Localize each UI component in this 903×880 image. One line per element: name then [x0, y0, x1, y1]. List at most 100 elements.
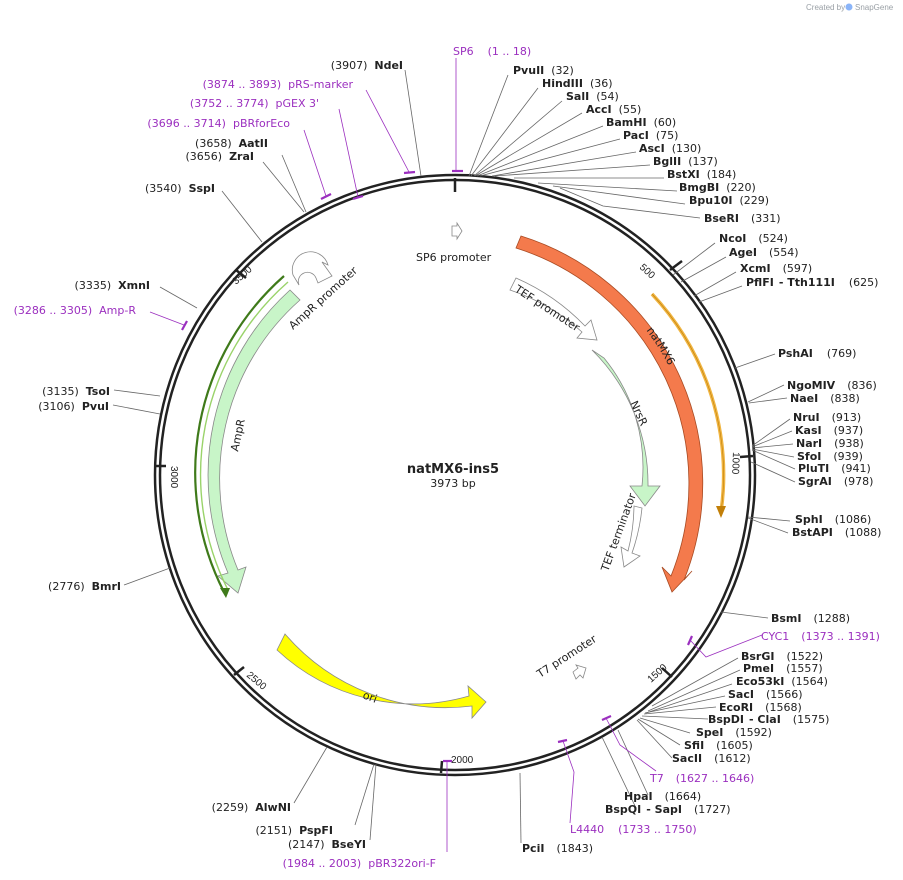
map-label-part: PflFI — [746, 276, 774, 289]
map-label-part: (1373 .. 1391) — [801, 630, 880, 643]
map-label-part: (3135) — [42, 385, 79, 398]
map-label: SacI(1566) — [728, 688, 803, 701]
map-label-part: BglII — [653, 155, 681, 168]
map-label-part: XmnI — [118, 279, 150, 292]
map-label-part: NcoI — [719, 232, 746, 245]
map-label-part: BamHI — [606, 116, 647, 129]
map-label-part: (1733 .. 1750) — [618, 823, 697, 836]
map-label-part: NgoMIV — [787, 379, 836, 392]
map-label-part: (229) — [740, 194, 770, 207]
map-label-part: (32) — [551, 64, 574, 77]
map-label-part: PvuII — [513, 64, 544, 77]
map-label: (3540)SspI — [145, 182, 215, 195]
map-label-part: PacI — [623, 129, 649, 142]
map-label: (3907)NdeI — [331, 59, 403, 72]
map-label-part: AlwNI — [255, 801, 291, 814]
map-label-part: (3656) — [186, 150, 223, 163]
map-label: 2500 — [244, 670, 268, 693]
leader-lines-primers — [149, 58, 763, 852]
map-label: KasI(937) — [795, 424, 863, 437]
map-label-part: (938) — [834, 437, 864, 450]
map-label: EcoRI(1568) — [719, 701, 802, 714]
map-label-part: SalI — [566, 90, 589, 103]
map-label: SpeI(1592) — [696, 726, 772, 739]
feature-ori: ori — [276, 633, 487, 720]
map-label-part: Amp-R — [99, 304, 136, 317]
map-label-part: (1612) — [714, 752, 751, 765]
map-label-part: (3696 .. 3714) — [147, 117, 226, 130]
map-label-part: BstXI — [667, 168, 700, 181]
leader-lines-right — [468, 74, 796, 844]
map-label-part: (1575) — [793, 713, 830, 726]
map-label: BsmI(1288) — [771, 612, 850, 625]
map-label-part: (2776) — [48, 580, 85, 593]
map-label-part: PciI — [522, 842, 544, 855]
map-label-part: - SapI — [646, 803, 682, 816]
primer-labels: SP6(1 .. 18) (3874 .. 3893)pRS-marker (3… — [14, 45, 880, 870]
map-label-part: (2147) — [288, 838, 325, 851]
map-label-part: (524) — [758, 232, 788, 245]
map-label-part: (838) — [830, 392, 860, 405]
map-label-part: Bpu10I — [689, 194, 733, 207]
map-label-part: BsmI — [771, 612, 802, 625]
map-label: PshAI(769) — [778, 347, 856, 360]
primer-marks — [181, 169, 694, 763]
plasmid-center-label: natMX6-ins5 3973 bp — [407, 462, 499, 490]
map-label-part: (220) — [726, 181, 756, 194]
map-label-part: SfiI — [684, 739, 704, 752]
map-label-part: (1727) — [694, 803, 731, 816]
map-label: BglII(137) — [653, 155, 718, 168]
map-label-part: (3106) — [38, 400, 75, 413]
map-label-part: EcoRI — [719, 701, 753, 714]
map-label: SfiI(1605) — [684, 739, 753, 752]
map-label: BstAPI(1088) — [792, 526, 881, 539]
map-label-part: (3540) — [145, 182, 182, 195]
map-label: PacI (75) — [623, 129, 678, 142]
map-label: AccI(55) — [586, 103, 641, 116]
map-label: SfoI(939) — [797, 450, 863, 463]
map-label-part: (769) — [827, 347, 857, 360]
map-label: TEF promoter — [512, 282, 583, 334]
map-label-part: (75) — [656, 129, 679, 142]
map-label: SalI(54) — [566, 90, 619, 103]
map-label: PciI(1843) — [522, 842, 593, 855]
map-label-part: (1557) — [786, 662, 823, 675]
map-label: PvuII (32) — [513, 64, 574, 77]
map-label-part: TsoI — [86, 385, 110, 398]
map-label: NgoMIV(836) — [787, 379, 877, 392]
map-label: SnapGene — [855, 3, 894, 12]
plasmid-size: 3973 bp — [430, 477, 475, 490]
map-label-part: pGEX 3' — [275, 97, 319, 110]
map-label: T7(1627 .. 1646) — [649, 772, 754, 785]
map-label: PluTI(941) — [798, 462, 871, 475]
map-label-part: (331) — [751, 212, 781, 225]
map-label-part: SphI — [795, 513, 823, 526]
map-label-part: AscI — [639, 142, 665, 155]
map-label-part: (1664) — [665, 790, 702, 803]
feature-nrsr: NrsR — [591, 349, 661, 507]
map-label: 3000 — [168, 466, 179, 489]
map-label-part: AccI — [586, 103, 612, 116]
map-label-part: (1086) — [835, 513, 872, 526]
map-label-part: PvuI — [82, 400, 109, 413]
map-label-part: CYC1 — [761, 630, 789, 643]
map-label: PmeI(1557) — [743, 662, 823, 675]
feature-ampr-promoter: AmpR promoter — [286, 251, 360, 332]
map-label-part: (941) — [841, 462, 871, 475]
map-label: (1984 .. 2003)pBR322ori-F — [283, 857, 436, 870]
map-label: 2000 — [451, 755, 474, 766]
enzyme-labels-right: PvuII(32) HindIII(36) SalI(54) AccI(55) … — [513, 64, 881, 855]
map-label-part: (625) — [849, 276, 879, 289]
map-label: NaeI(838) — [790, 392, 860, 405]
map-label-part: SP6 — [453, 45, 474, 58]
map-label-part: Eco53kI — [736, 675, 784, 688]
map-label-part: XcmI — [740, 262, 771, 275]
map-label: HpaI(1664) — [624, 790, 701, 803]
map-label-part: (1566) — [766, 688, 803, 701]
map-label: (2259)AlwNI — [212, 801, 291, 814]
map-label-part: (939) — [833, 450, 863, 463]
map-label: XcmI(597) — [740, 262, 812, 275]
map-label-part: (978) — [844, 475, 874, 488]
enzyme-labels-left: (3907)NdeI (3658)AatII (3656)ZraI (3540)… — [38, 59, 403, 851]
